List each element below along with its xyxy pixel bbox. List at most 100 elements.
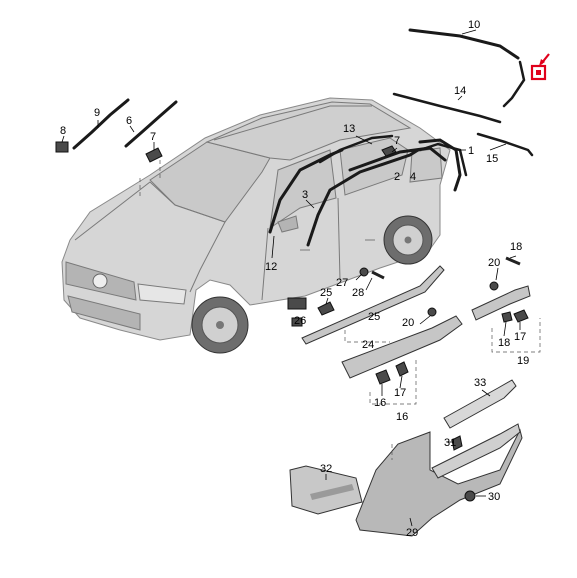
- dash-group-24: [344, 330, 390, 343]
- leader-14: [457, 95, 463, 101]
- clip-part-26: [287, 297, 307, 310]
- callout-31: 31: [444, 437, 456, 449]
- vw-logo-icon: [92, 273, 108, 289]
- leader-33: [481, 389, 491, 397]
- leader-lines: [61, 29, 521, 527]
- roof-panel: [205, 101, 412, 161]
- side-window-front: [269, 149, 337, 230]
- callout-4: 4: [410, 171, 416, 183]
- callout-20a: 20: [402, 317, 414, 329]
- leader-8: [61, 135, 65, 143]
- clip-part-7b: [381, 145, 397, 157]
- side-moulding-parts: [287, 256, 531, 385]
- highlight-marker[interactable]: [530, 53, 550, 81]
- callout-6: 6: [126, 115, 132, 127]
- headlight: [137, 283, 187, 305]
- leader-10: [461, 29, 477, 35]
- callout-29: 29: [406, 527, 418, 539]
- clip-part-26b: [291, 317, 303, 327]
- screw-part-19: [505, 256, 521, 266]
- trim-part-9: [72, 98, 130, 150]
- callout-25a: 25: [320, 287, 332, 299]
- door-seams: [261, 197, 375, 301]
- callout-27: 27: [336, 277, 348, 289]
- leader-20b: [495, 267, 499, 281]
- sill-plate-part-33: [443, 379, 517, 429]
- clip-part-17b: [513, 309, 529, 323]
- screw-part-30: [464, 490, 476, 502]
- trim-part-14: [392, 92, 502, 124]
- leader-27: [355, 273, 363, 281]
- callout-18b: 18: [498, 337, 510, 349]
- callout-19: 18: [510, 241, 522, 253]
- leader-19: [509, 255, 517, 259]
- callout-9: 9: [94, 107, 100, 119]
- leader-6: [129, 125, 135, 133]
- side-skirt-part-16: [341, 315, 463, 379]
- callout-7b: 7: [394, 135, 400, 147]
- flare-part-22: [471, 285, 531, 321]
- clip-part-18b: [501, 311, 513, 323]
- scuff-plate-part-29b: [431, 423, 521, 479]
- leader-3: [305, 199, 315, 209]
- callout-17b: 17: [514, 331, 526, 343]
- callout-17a: 16: [374, 397, 386, 409]
- clip-part-31: [451, 435, 463, 451]
- leader-12: [271, 235, 275, 259]
- callout-1: 1: [468, 145, 474, 157]
- seal-part-13: [318, 134, 394, 164]
- leader-15: [489, 143, 507, 151]
- red-square-marker-icon[interactable]: [530, 64, 547, 81]
- callout-15: 15: [486, 153, 498, 165]
- clip-part-20a: [427, 307, 437, 317]
- callout-7a: 7: [150, 131, 156, 143]
- seal-part-2: [348, 146, 447, 172]
- callout-32: 32: [320, 463, 332, 475]
- callout-2: 2: [394, 171, 400, 183]
- front-hub: [216, 321, 224, 329]
- hood-line: [74, 181, 226, 293]
- trim-part-15: [476, 132, 534, 157]
- leader-7b: [391, 147, 398, 153]
- leader-13: [355, 135, 373, 145]
- leader-18a: [399, 375, 403, 389]
- sill-panels: [289, 379, 523, 537]
- callout-labels: 10 14 15 1 2 4 13 7 3 12 9 6 7 8 18 20 2…: [60, 19, 529, 539]
- red-arrow-head: [539, 59, 545, 66]
- dash-group-vehicle: [139, 160, 161, 196]
- trim-part-10: [408, 28, 520, 60]
- roof-trims: [392, 28, 534, 157]
- piece-part-32: [289, 465, 363, 515]
- seal-part-3: [306, 148, 420, 247]
- callout-3: 3: [302, 189, 308, 201]
- leader-25a: [325, 297, 329, 305]
- callout-14: 14: [454, 85, 466, 97]
- callout-33: 33: [474, 377, 486, 389]
- clip-part-8: [55, 141, 69, 153]
- clip-part-7a: [145, 147, 163, 163]
- callout-12: 12: [265, 261, 277, 273]
- clip-part-20b: [489, 281, 499, 291]
- leader-20a: [419, 315, 431, 325]
- callout-20b: 20: [488, 257, 500, 269]
- clip-part-17a: [375, 369, 391, 385]
- callout-28: 28: [352, 287, 364, 299]
- callout-26: 26: [294, 315, 306, 327]
- screw-part-28: [371, 270, 385, 280]
- piece-part-32-groove: [310, 484, 354, 500]
- group-lines: [139, 160, 541, 460]
- roof-rail: [213, 105, 372, 141]
- front-bumper-intake: [67, 295, 141, 331]
- callout-13: 13: [343, 123, 355, 135]
- leader-28: [365, 277, 373, 291]
- callout-22: 19: [517, 355, 529, 367]
- callout-8: 8: [60, 125, 66, 137]
- leader-18b: [503, 321, 507, 337]
- clip-part-18a: [395, 361, 409, 377]
- trim-part-6: [124, 100, 178, 148]
- vehicle-illustration: [61, 97, 451, 354]
- leader-29: [409, 517, 413, 527]
- callout-24: 24: [362, 339, 374, 351]
- door-seals: [268, 134, 468, 247]
